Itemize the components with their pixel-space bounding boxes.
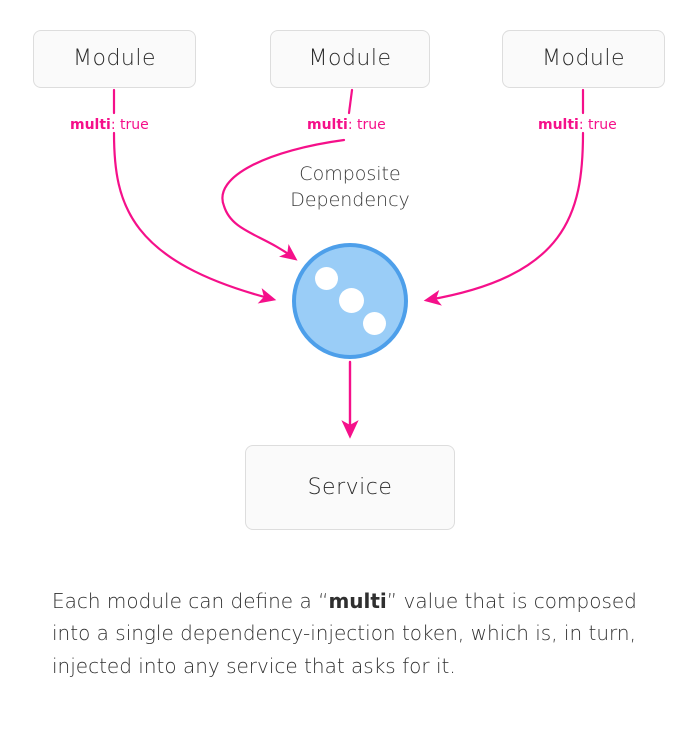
module-node-3-label: Module: [542, 46, 625, 71]
connector-module-3-to-composite: [423, 131, 585, 306]
module-node-1-label: Module: [73, 46, 156, 71]
edge-label-multi-2-value: true: [357, 117, 386, 133]
edge-label-multi-3-sep: :: [578, 117, 589, 133]
edge-label-multi-1: multi: true: [70, 118, 149, 132]
connector-module-1-to-composite: [112, 131, 277, 304]
composite-dependency-caption-line-1: Composite: [299, 163, 401, 185]
composite-dependency-caption: Composite Dependency: [265, 162, 435, 213]
module-node-2[interactable]: Module: [270, 30, 430, 88]
edge-label-multi-3-value: true: [588, 117, 617, 133]
edge-label-multi-2: multi: true: [307, 118, 386, 132]
module-node-3[interactable]: Module: [502, 30, 665, 88]
module-node-1[interactable]: Module: [33, 30, 196, 88]
description-emphasis: multi: [328, 589, 387, 613]
composite-token-dot-1: [315, 267, 338, 290]
module-node-2-label: Module: [308, 46, 392, 71]
diagram-description: Each module can define a “multi” value t…: [52, 585, 652, 682]
edge-label-multi-1-sep: :: [110, 117, 121, 133]
edge-label-multi-3-key: multi: [538, 117, 579, 133]
description-part-2: ” value that is composed into a single d…: [52, 589, 637, 678]
edge-label-multi-3: multi: true: [538, 118, 617, 132]
composite-dependency-caption-line-2: Dependency: [290, 188, 410, 211]
edge-label-multi-2-key: multi: [307, 117, 348, 133]
edge-label-multi-1-key: multi: [70, 117, 111, 133]
connector-stub-module-2: [347, 88, 354, 115]
composite-token-dot-2: [339, 288, 364, 313]
composite-token-dot-3: [363, 312, 386, 335]
service-node[interactable]: Service: [245, 445, 455, 530]
edge-label-multi-2-sep: :: [347, 117, 358, 133]
connector-module-2-to-composite: [221, 138, 346, 261]
description-part-1: Each module can define a “: [52, 589, 329, 613]
service-node-label: Service: [307, 474, 393, 500]
edge-label-multi-1-value: true: [120, 117, 149, 133]
composite-dependency-node[interactable]: [292, 243, 408, 359]
